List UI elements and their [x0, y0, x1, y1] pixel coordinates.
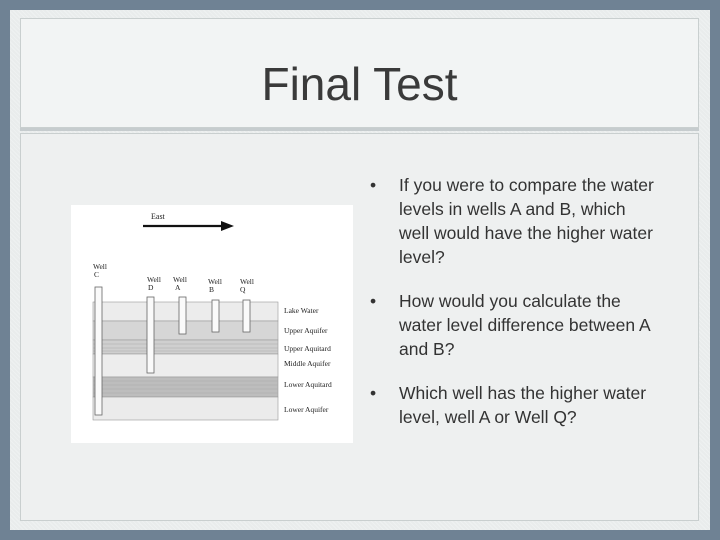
well-d-casing [146, 296, 155, 374]
lower-aquitard-band [92, 376, 279, 398]
question-text: Which well has the higher water level, w… [399, 383, 647, 427]
title-area: Final Test [20, 18, 699, 128]
slide-title: Final Test [261, 58, 458, 110]
question-text: How would you calculate the water level … [399, 291, 650, 359]
layer-label: Lower Aquifer [284, 405, 329, 414]
layer-label: Upper Aquitard [284, 344, 331, 353]
question-item: • Which well has the higher water level,… [370, 381, 660, 429]
east-label: East [151, 212, 166, 221]
layer-label: Lower Aquitard [284, 380, 332, 389]
layer-label: Upper Aquifer [284, 326, 328, 335]
middle-aquifer-band [92, 353, 279, 378]
title-divider [20, 128, 699, 131]
layer-label: Lake Water [284, 306, 319, 315]
well-q-casing [242, 299, 251, 333]
upper-aquitard-band [92, 339, 279, 355]
aquitard-hatching [93, 343, 278, 394]
bullet-glyph: • [370, 291, 377, 311]
question-text: If you were to compare the water levels … [399, 175, 654, 267]
bullet-glyph: • [370, 383, 377, 403]
question-list: • If you were to compare the water level… [370, 173, 660, 449]
east-arrow-head [221, 221, 234, 231]
well-c-casing [94, 286, 103, 416]
question-item: • How would you calculate the water leve… [370, 289, 660, 361]
well-a-casing [178, 296, 187, 335]
bullet-glyph: • [370, 175, 377, 195]
well-b-casing [211, 299, 220, 333]
layer-label: Middle Aquifer [284, 359, 331, 368]
lower-aquifer-band [92, 396, 279, 421]
question-item: • If you were to compare the water level… [370, 173, 660, 269]
